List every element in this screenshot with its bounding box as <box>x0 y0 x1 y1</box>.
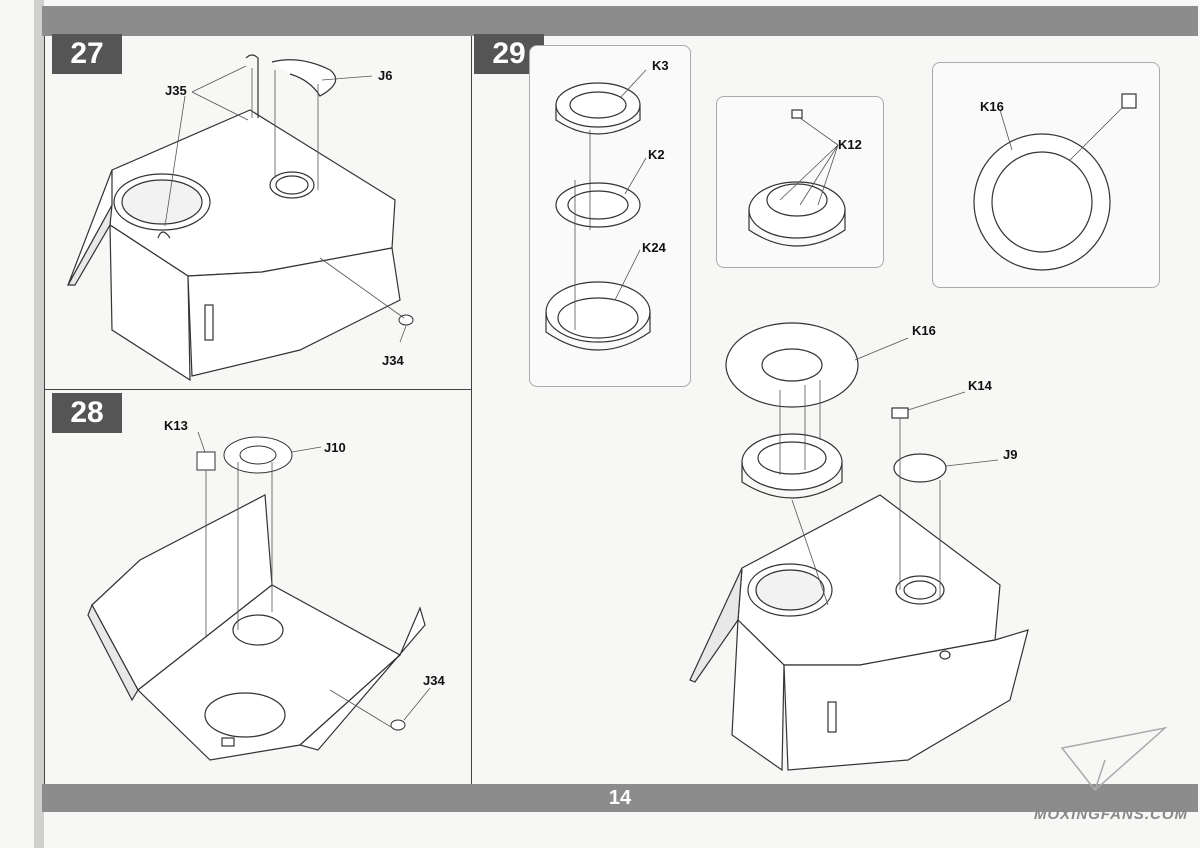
part-label-j10: J10 <box>324 440 346 455</box>
page-number: 14 <box>608 787 632 809</box>
step-divider <box>44 389 472 390</box>
part-label-k14: K14 <box>968 378 992 393</box>
binding-edge <box>34 0 44 848</box>
part-label-k2: K2 <box>648 147 665 162</box>
step-28-number: 28 <box>52 393 122 433</box>
part-label-j9: J9 <box>1003 447 1018 462</box>
part-label-k3: K3 <box>652 58 669 73</box>
top-bar <box>42 6 1198 36</box>
part-label-j34-step28: J34 <box>423 673 445 688</box>
watermark: MOXINGFANS.COM <box>1033 806 1188 823</box>
part-label-k16: K16 <box>912 323 936 338</box>
page-frame <box>44 36 1199 784</box>
part-label-k16-detail: K16 <box>980 99 1004 114</box>
column-divider <box>471 36 472 784</box>
part-label-j34: J34 <box>382 353 404 368</box>
part-label-j35: J35 <box>165 83 187 98</box>
part-label-j6: J6 <box>378 68 393 83</box>
part-label-k24: K24 <box>642 240 666 255</box>
part-label-k12: K12 <box>838 137 862 152</box>
part-label-k13: K13 <box>164 418 188 433</box>
step-27-number: 27 <box>52 34 122 74</box>
bottom-bar: 14 <box>42 784 1198 812</box>
